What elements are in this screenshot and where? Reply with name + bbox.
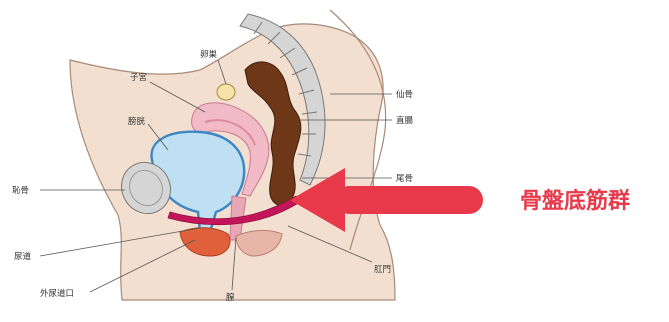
label-bladder: 膀胱: [128, 116, 146, 127]
label-urethral-opening: 外尿道口: [40, 288, 74, 299]
label-coccyx: 尾骨: [396, 174, 413, 184]
label-vagina: 膣: [226, 292, 235, 303]
label-rectum: 直腸: [396, 115, 414, 126]
label-ovary: 卵巣: [200, 49, 218, 60]
label-pubis: 恥骨: [12, 186, 29, 196]
label-anus: 肛門: [374, 265, 391, 275]
label-uterus: 子宮: [130, 72, 147, 83]
label-urethra: 尿道: [14, 251, 32, 262]
ovary-organ: [217, 84, 235, 100]
callout-label: 骨盤底筋群: [520, 188, 630, 214]
label-sacrum: 仙骨: [396, 89, 413, 100]
